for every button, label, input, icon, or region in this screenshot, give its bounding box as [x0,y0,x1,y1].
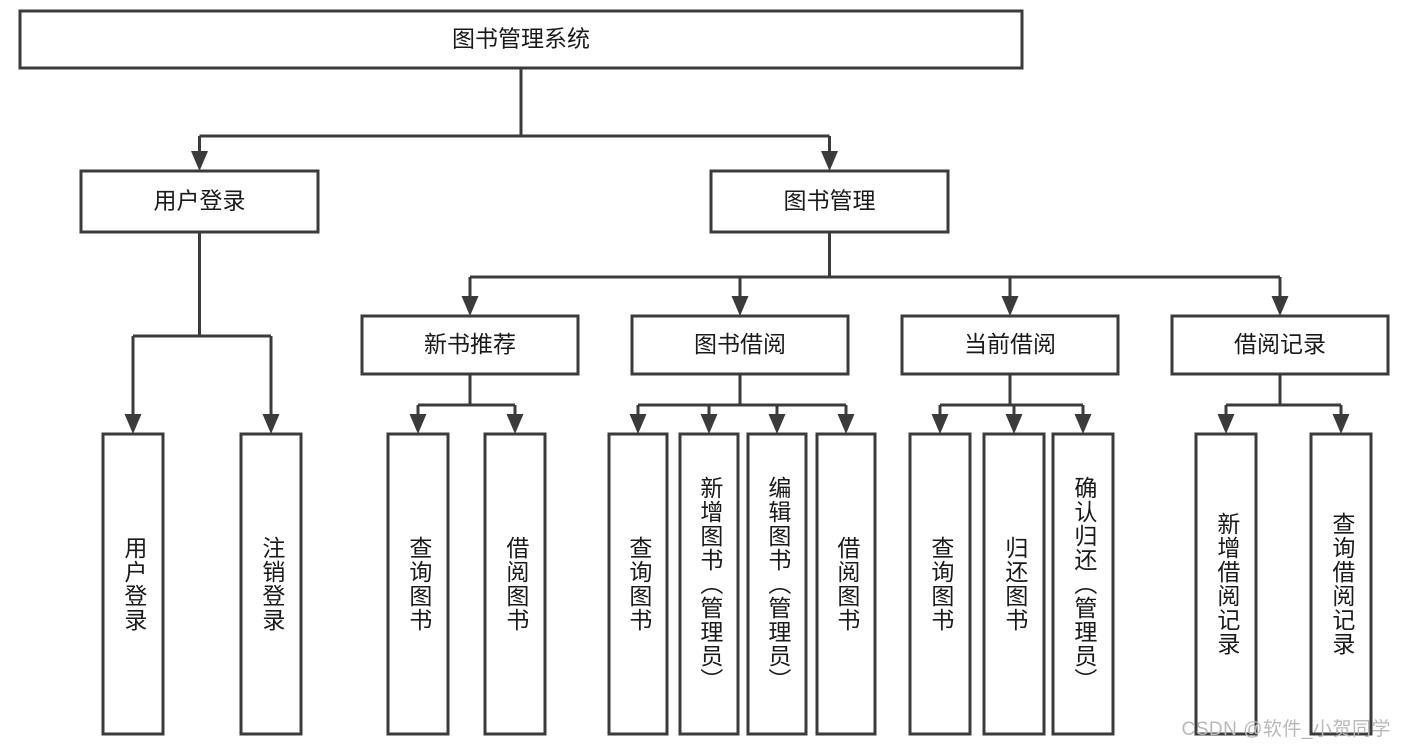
arrow-head-icon [837,414,855,434]
node-label: 用户登录 [154,188,246,214]
arrow-head-icon [1217,414,1235,434]
node-label: 图书管理系统 [452,26,590,52]
node-box[interactable] [908,432,972,736]
arrow-head-icon [409,414,427,434]
arrow-head-icon [124,414,142,434]
node-leaf-edit-book[interactable] [746,432,808,736]
node-label: 新书推荐 [424,331,516,357]
connector-root [191,68,838,171]
node-label: 当前借阅 [964,331,1056,357]
node-box[interactable] [982,432,1046,736]
node-leaf-borrow-book-recommend[interactable] [483,432,547,736]
arrow-head-icon [931,414,949,434]
node-leaf-add-record[interactable] [1194,432,1258,736]
node-leaf-return-book[interactable] [982,432,1046,736]
node-box[interactable] [239,432,303,736]
watermark: CSDN @软件_小贺同学 [1181,719,1391,740]
node-leaf-borrow-book[interactable] [815,432,877,736]
arrow-head-icon [629,414,647,434]
node-box[interactable] [678,432,740,736]
node-leaf-confirm-return[interactable] [1051,432,1115,736]
node-book-management[interactable]: 图书管理 [709,169,950,234]
node-box[interactable] [1051,432,1115,736]
node-leaf-query-book-recommend[interactable] [386,432,450,736]
node-box[interactable] [630,314,850,376]
node-label: 图书借阅 [694,331,786,357]
node-box[interactable] [79,169,320,234]
arrow-head-icon [191,151,208,171]
node-user-login[interactable]: 用户登录 [79,169,320,234]
arrow-head-icon [821,151,838,171]
node-root[interactable]: 图书管理系统 [18,9,1024,70]
node-leaf-logout[interactable] [239,432,303,736]
arrow-head-icon [1005,414,1023,434]
connector-book-management [461,232,1289,316]
arrow-head-icon [461,296,479,316]
node-box[interactable] [1194,432,1258,736]
node-box[interactable] [1170,314,1390,376]
node-book-borrow[interactable]: 图书借阅 [630,314,850,376]
arrow-head-icon [262,414,280,434]
arrow-head-icon [700,414,718,434]
node-box[interactable] [815,432,877,736]
node-leaf-query-book-borrow[interactable] [607,432,669,736]
connector-book-borrow [629,374,855,434]
arrow-head-icon [506,414,524,434]
node-borrow-record[interactable]: 借阅记录 [1170,314,1390,376]
connector-current-borrow [931,374,1092,434]
arrow-head-icon [731,296,749,316]
arrow-head-icon [768,414,786,434]
connector-new-book-recommend [409,374,524,434]
node-box[interactable] [101,432,165,736]
node-leaf-query-record[interactable] [1309,432,1373,736]
node-box[interactable] [483,432,547,736]
node-box[interactable] [360,314,580,376]
arrow-head-icon [1271,296,1289,316]
node-box[interactable] [18,9,1024,70]
node-box[interactable] [386,432,450,736]
node-new-book-recommend[interactable]: 新书推荐 [360,314,580,376]
arrow-head-icon [1001,296,1019,316]
node-box[interactable] [607,432,669,736]
node-leaf-user-login[interactable] [101,432,165,736]
arrow-head-icon [1074,414,1092,434]
node-current-borrow[interactable]: 当前借阅 [900,314,1120,376]
node-box[interactable] [746,432,808,736]
connector-borrow-record [1217,374,1350,434]
node-label: 借阅记录 [1234,331,1326,357]
node-label: 图书管理 [784,188,876,214]
node-leaf-add-book[interactable] [678,432,740,736]
connector-user-login [124,232,280,434]
node-box[interactable] [709,169,950,234]
node-leaf-query-book-current[interactable] [908,432,972,736]
arrow-head-icon [1332,414,1350,434]
node-box[interactable] [900,314,1120,376]
node-box[interactable] [1309,432,1373,736]
